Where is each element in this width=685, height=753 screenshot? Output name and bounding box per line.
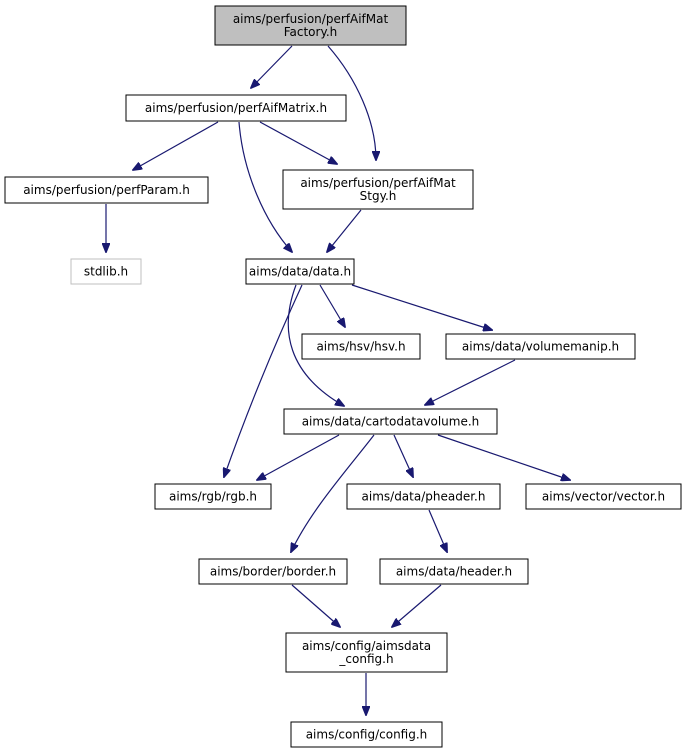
node-carto[interactable]: aims/data/cartodatavolume.h — [283, 408, 498, 435]
nodes-layer: aims/perfusion/perfAifMatFactory.haims/p… — [4, 5, 682, 748]
edge-carto-to-border — [291, 434, 375, 552]
node-header[interactable]: aims/data/header.h — [379, 558, 529, 585]
node-box — [290, 721, 443, 748]
node-label: aims/config/aimsdata — [302, 639, 431, 653]
node-pheader[interactable]: aims/data/pheader.h — [346, 483, 501, 510]
node-label: aims/perfusion/perfAifMat — [300, 176, 456, 190]
edge-data-to-volmanip — [351, 284, 492, 330]
node-vector[interactable]: aims/vector/vector.h — [525, 483, 682, 510]
node-label: Factory.h — [284, 25, 338, 39]
node-volmanip[interactable]: aims/data/volumemanip.h — [445, 333, 636, 360]
node-box — [4, 176, 209, 204]
node-box — [70, 258, 142, 285]
edge-volmanip-to-carto — [425, 359, 516, 405]
node-box — [214, 5, 407, 46]
node-label: aims/perfusion/perfAifMat — [233, 12, 389, 26]
node-label: aims/rgb/rgb.h — [169, 490, 257, 504]
edge-factory-to-matrix — [251, 45, 293, 88]
node-box — [285, 632, 448, 673]
node-label: aims/data/volumemanip.h — [462, 340, 619, 354]
node-box — [282, 169, 474, 210]
node-border[interactable]: aims/border/border.h — [198, 558, 348, 585]
edge-factory-to-stgy — [327, 45, 376, 160]
edge-data-to-rgb — [224, 284, 303, 477]
node-label: aims/data/pheader.h — [362, 490, 486, 504]
node-box — [445, 333, 636, 360]
edge-carto-to-vector — [437, 434, 570, 480]
edge-carto-to-rgb — [257, 434, 340, 480]
node-label: aims/data/cartodatavolume.h — [302, 415, 480, 429]
node-matrix[interactable]: aims/perfusion/perfAifMatrix.h — [125, 94, 347, 122]
edge-carto-to-pheader — [393, 434, 413, 477]
node-box — [346, 483, 501, 510]
node-box — [245, 258, 355, 285]
edge-matrix-to-param — [133, 121, 219, 170]
node-label: aims/data/header.h — [396, 565, 512, 579]
edges-layer — [106, 45, 570, 715]
edge-data-to-carto — [287, 284, 344, 406]
edge-matrix-to-data — [238, 121, 292, 252]
node-aimsconfig[interactable]: aims/config/aimsdata_config.h — [285, 632, 448, 673]
node-box — [125, 94, 347, 122]
node-rgb[interactable]: aims/rgb/rgb.h — [154, 483, 272, 510]
node-hsv[interactable]: aims/hsv/hsv.h — [301, 333, 421, 360]
node-box — [525, 483, 682, 510]
node-label: aims/perfusion/perfAifMatrix.h — [145, 101, 327, 115]
node-config[interactable]: aims/config/config.h — [290, 721, 443, 748]
node-label: aims/data/data.h — [249, 265, 351, 279]
node-box — [154, 483, 272, 510]
edge-header-to-aimsconfig — [392, 584, 442, 627]
edge-data-to-hsv — [319, 284, 345, 327]
node-label: aims/config/config.h — [306, 728, 428, 742]
node-label: Stgy.h — [360, 189, 397, 203]
node-stdlib: stdlib.h — [70, 258, 142, 285]
edge-border-to-aimsconfig — [291, 584, 340, 627]
node-box — [283, 408, 498, 435]
node-param[interactable]: aims/perfusion/perfParam.h — [4, 176, 209, 204]
edge-stgy-to-data — [327, 209, 362, 252]
node-label: aims/perfusion/perfParam.h — [23, 183, 190, 197]
edge-pheader-to-header — [428, 509, 447, 552]
node-label: stdlib.h — [84, 265, 128, 279]
node-box — [301, 333, 421, 360]
node-label: aims/vector/vector.h — [542, 490, 665, 504]
node-label: aims/border/border.h — [210, 565, 336, 579]
node-box — [379, 558, 529, 585]
node-box — [198, 558, 348, 585]
node-label: _config.h — [338, 652, 393, 666]
edge-matrix-to-stgy — [259, 121, 337, 164]
node-label: aims/hsv/hsv.h — [316, 340, 405, 354]
node-data[interactable]: aims/data/data.h — [245, 258, 355, 285]
